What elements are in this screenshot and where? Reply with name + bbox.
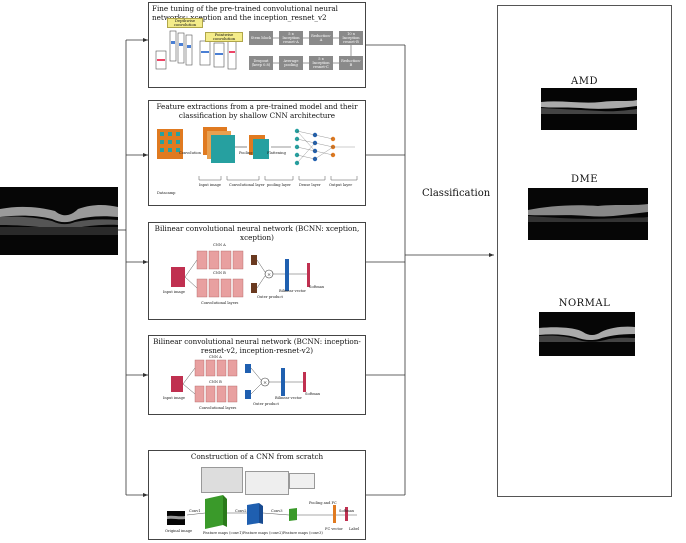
- panel-bcnn-inception: Bilinear convolutional neural network (B…: [148, 335, 366, 415]
- cnn-b-label: CNN B: [209, 380, 222, 384]
- pooling-fc-label: Pooling and FC: [309, 501, 337, 505]
- conv-layer-label: Convolutional layer: [229, 183, 265, 187]
- cnn-a-label: CNN A: [209, 355, 222, 359]
- svg-text:×: ×: [267, 272, 271, 278]
- panel-title: Construction of a CNN from scratch: [152, 453, 362, 462]
- softmax-label: Softmax: [309, 285, 324, 289]
- panel-feature-extraction: Feature extractions from a pre-trained m…: [148, 100, 366, 206]
- datacamp-brand: Datacamp: [157, 191, 175, 195]
- conv-step-label: Convolution: [179, 151, 201, 155]
- classification-results-panel: AMD DME NORMAL: [497, 5, 672, 497]
- classification-label: Classification: [422, 188, 490, 199]
- bcnn-xception-figure: ×: [157, 241, 361, 317]
- panel-cnn-scratch: Construction of a CNN from scratch Origi…: [148, 450, 366, 540]
- outer-product-label: Outer product: [253, 402, 279, 406]
- softmax-label: Softmax: [305, 392, 320, 396]
- outer-product-label: Outer product: [257, 295, 283, 299]
- panel-fine-tuning: Fine tuning of the pre-trained convoluti…: [148, 2, 366, 88]
- feature-map-thumb-3: [289, 473, 315, 489]
- conv3-label: Conv3: [271, 509, 283, 513]
- input-image-label: Input image: [163, 290, 185, 294]
- flatten-step-label: Flattening: [267, 151, 286, 155]
- oct-amd-image: [541, 88, 637, 130]
- input-image-label: Input image: [163, 396, 185, 400]
- bilinear-vector-label: Bilinear vector: [275, 396, 302, 400]
- conv1-label: Conv1: [189, 509, 201, 513]
- output-layer-label: Output layer: [329, 183, 352, 187]
- flow-arrows: [149, 3, 367, 89]
- oct-normal-image: [539, 312, 635, 356]
- softmax-label: Softmax: [339, 509, 354, 513]
- svg-text:×: ×: [263, 380, 267, 386]
- original-oct-thumb: [167, 511, 185, 525]
- panel-bcnn-xception: Bilinear convolutional neural network (B…: [148, 222, 366, 320]
- feature-map-thumb-1: [201, 467, 243, 493]
- cnn-a-label: CNN A: [213, 243, 226, 247]
- panel-title: Bilinear convolutional neural network (B…: [152, 225, 362, 242]
- panel-title: Bilinear convolutional neural network (B…: [152, 338, 362, 355]
- layer-brackets: [197, 175, 363, 183]
- oct-dme-image: [528, 188, 648, 240]
- feature-maps-conv2-label: Feature maps (conv2): [243, 531, 283, 535]
- pooling-layer-label: pooling layer: [267, 183, 291, 187]
- dense-layer-label: Dense layer: [299, 183, 321, 187]
- class-label-amd: AMD: [498, 76, 671, 87]
- label-label: Label: [349, 527, 359, 531]
- shallow-cnn-figure: [155, 125, 360, 175]
- class-label-normal: NORMAL: [498, 298, 671, 309]
- conv-layers-label: Convolutional layers: [201, 301, 238, 305]
- original-image-label: Original image: [165, 529, 192, 533]
- feature-maps-conv1-label: Feature maps (conv1): [203, 531, 243, 535]
- conv2-label: Conv2: [235, 509, 247, 513]
- conv-layers-label: Convolutional layers: [199, 406, 236, 410]
- cnn-b-label: CNN B: [213, 271, 226, 275]
- fc-vector-label: FC vector: [325, 527, 343, 531]
- panel-title: Feature extractions from a pre-trained m…: [152, 103, 362, 120]
- feature-maps-conv3-label: Feature maps (conv3): [283, 531, 323, 535]
- input-image-label: Input image: [199, 183, 221, 187]
- class-label-dme: DME: [498, 174, 671, 185]
- bilinear-vector-label: Bilinear vector: [279, 289, 306, 293]
- input-oct-image: [0, 187, 118, 255]
- pool-step-label: Pooling: [239, 151, 253, 155]
